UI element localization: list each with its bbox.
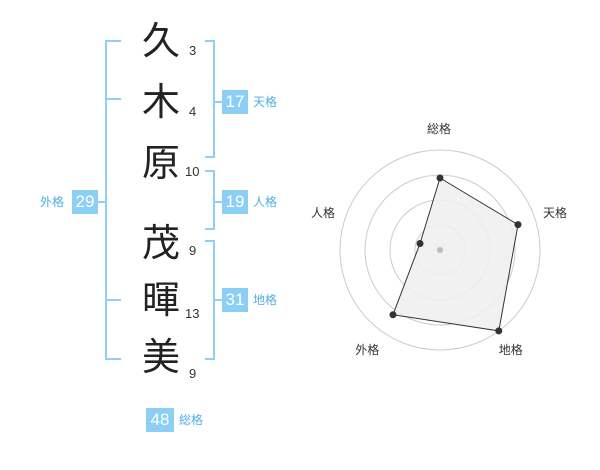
chikaku-bracket-top <box>205 240 215 242</box>
tenkaku-bracket-top <box>205 40 215 42</box>
tenkaku-value-badge: 17 <box>222 90 248 114</box>
tenkaku-bracket-vertical <box>213 40 215 158</box>
stroke-count-4: 9 <box>189 243 197 258</box>
name-char-6: 美 <box>141 335 180 379</box>
tenkaku-bracket-connector <box>213 101 222 103</box>
tenkaku-bracket-bottom <box>205 156 215 158</box>
jinkaku-value-badge: 19 <box>222 190 248 214</box>
radar-point-1 <box>514 221 522 229</box>
jinkaku-bracket-vertical <box>213 170 215 230</box>
radar-axis-label-2: 地格 <box>498 342 523 357</box>
name-char-4: 茂 <box>141 221 180 265</box>
tenkaku-label: 天格 <box>253 95 278 109</box>
soukaku-label: 総格 <box>179 413 204 427</box>
jinkaku-bracket-bottom <box>205 228 215 230</box>
radar-point-2 <box>495 327 503 335</box>
radar-point-0 <box>436 174 444 182</box>
stroke-count-1: 3 <box>189 43 197 58</box>
chikaku-label: 地格 <box>253 293 278 307</box>
stroke-count-5: 13 <box>185 306 200 321</box>
radar-ring-4 <box>339 149 541 351</box>
radar-polygon <box>392 177 519 332</box>
stroke-count-3: 10 <box>185 164 200 179</box>
jinkaku-bracket-connector <box>213 201 222 203</box>
radar-axis-label-1: 天格 <box>543 206 568 221</box>
gaikaku-bracket-tick-2 <box>105 299 121 301</box>
soukaku-value-badge: 48 <box>146 408 174 432</box>
radar-point-3 <box>389 311 397 319</box>
stroke-count-2: 4 <box>189 104 197 119</box>
gaikaku-bracket-connector <box>98 201 106 203</box>
radar-axis-label-3: 外格 <box>355 342 380 357</box>
name-char-3: 原 <box>141 141 180 185</box>
radar-axis-label-0: 総格 <box>427 122 452 136</box>
name-char-5: 暉 <box>141 278 180 322</box>
gaikaku-value-badge: 29 <box>72 190 98 214</box>
radar-point-4 <box>416 240 424 248</box>
name-char-1: 久 <box>141 19 180 63</box>
gaikaku-bracket-tick-1 <box>105 98 121 100</box>
jinkaku-label: 人格 <box>253 195 278 209</box>
jinkaku-bracket-top <box>205 170 215 172</box>
gaikaku-bracket-vertical <box>105 40 107 360</box>
gaikaku-bracket-top <box>105 40 121 42</box>
gaikaku-bracket-bottom <box>105 358 121 360</box>
radar-center-dot <box>437 247 443 253</box>
gaikaku-label: 外格 <box>40 195 65 209</box>
chikaku-value-badge: 31 <box>222 288 248 312</box>
chikaku-bracket-bottom <box>205 358 215 360</box>
chikaku-bracket-connector <box>213 299 222 301</box>
name-char-2: 木 <box>141 80 180 124</box>
stroke-count-6: 9 <box>189 366 197 381</box>
radar-axis-label-4: 人格 <box>310 206 335 221</box>
